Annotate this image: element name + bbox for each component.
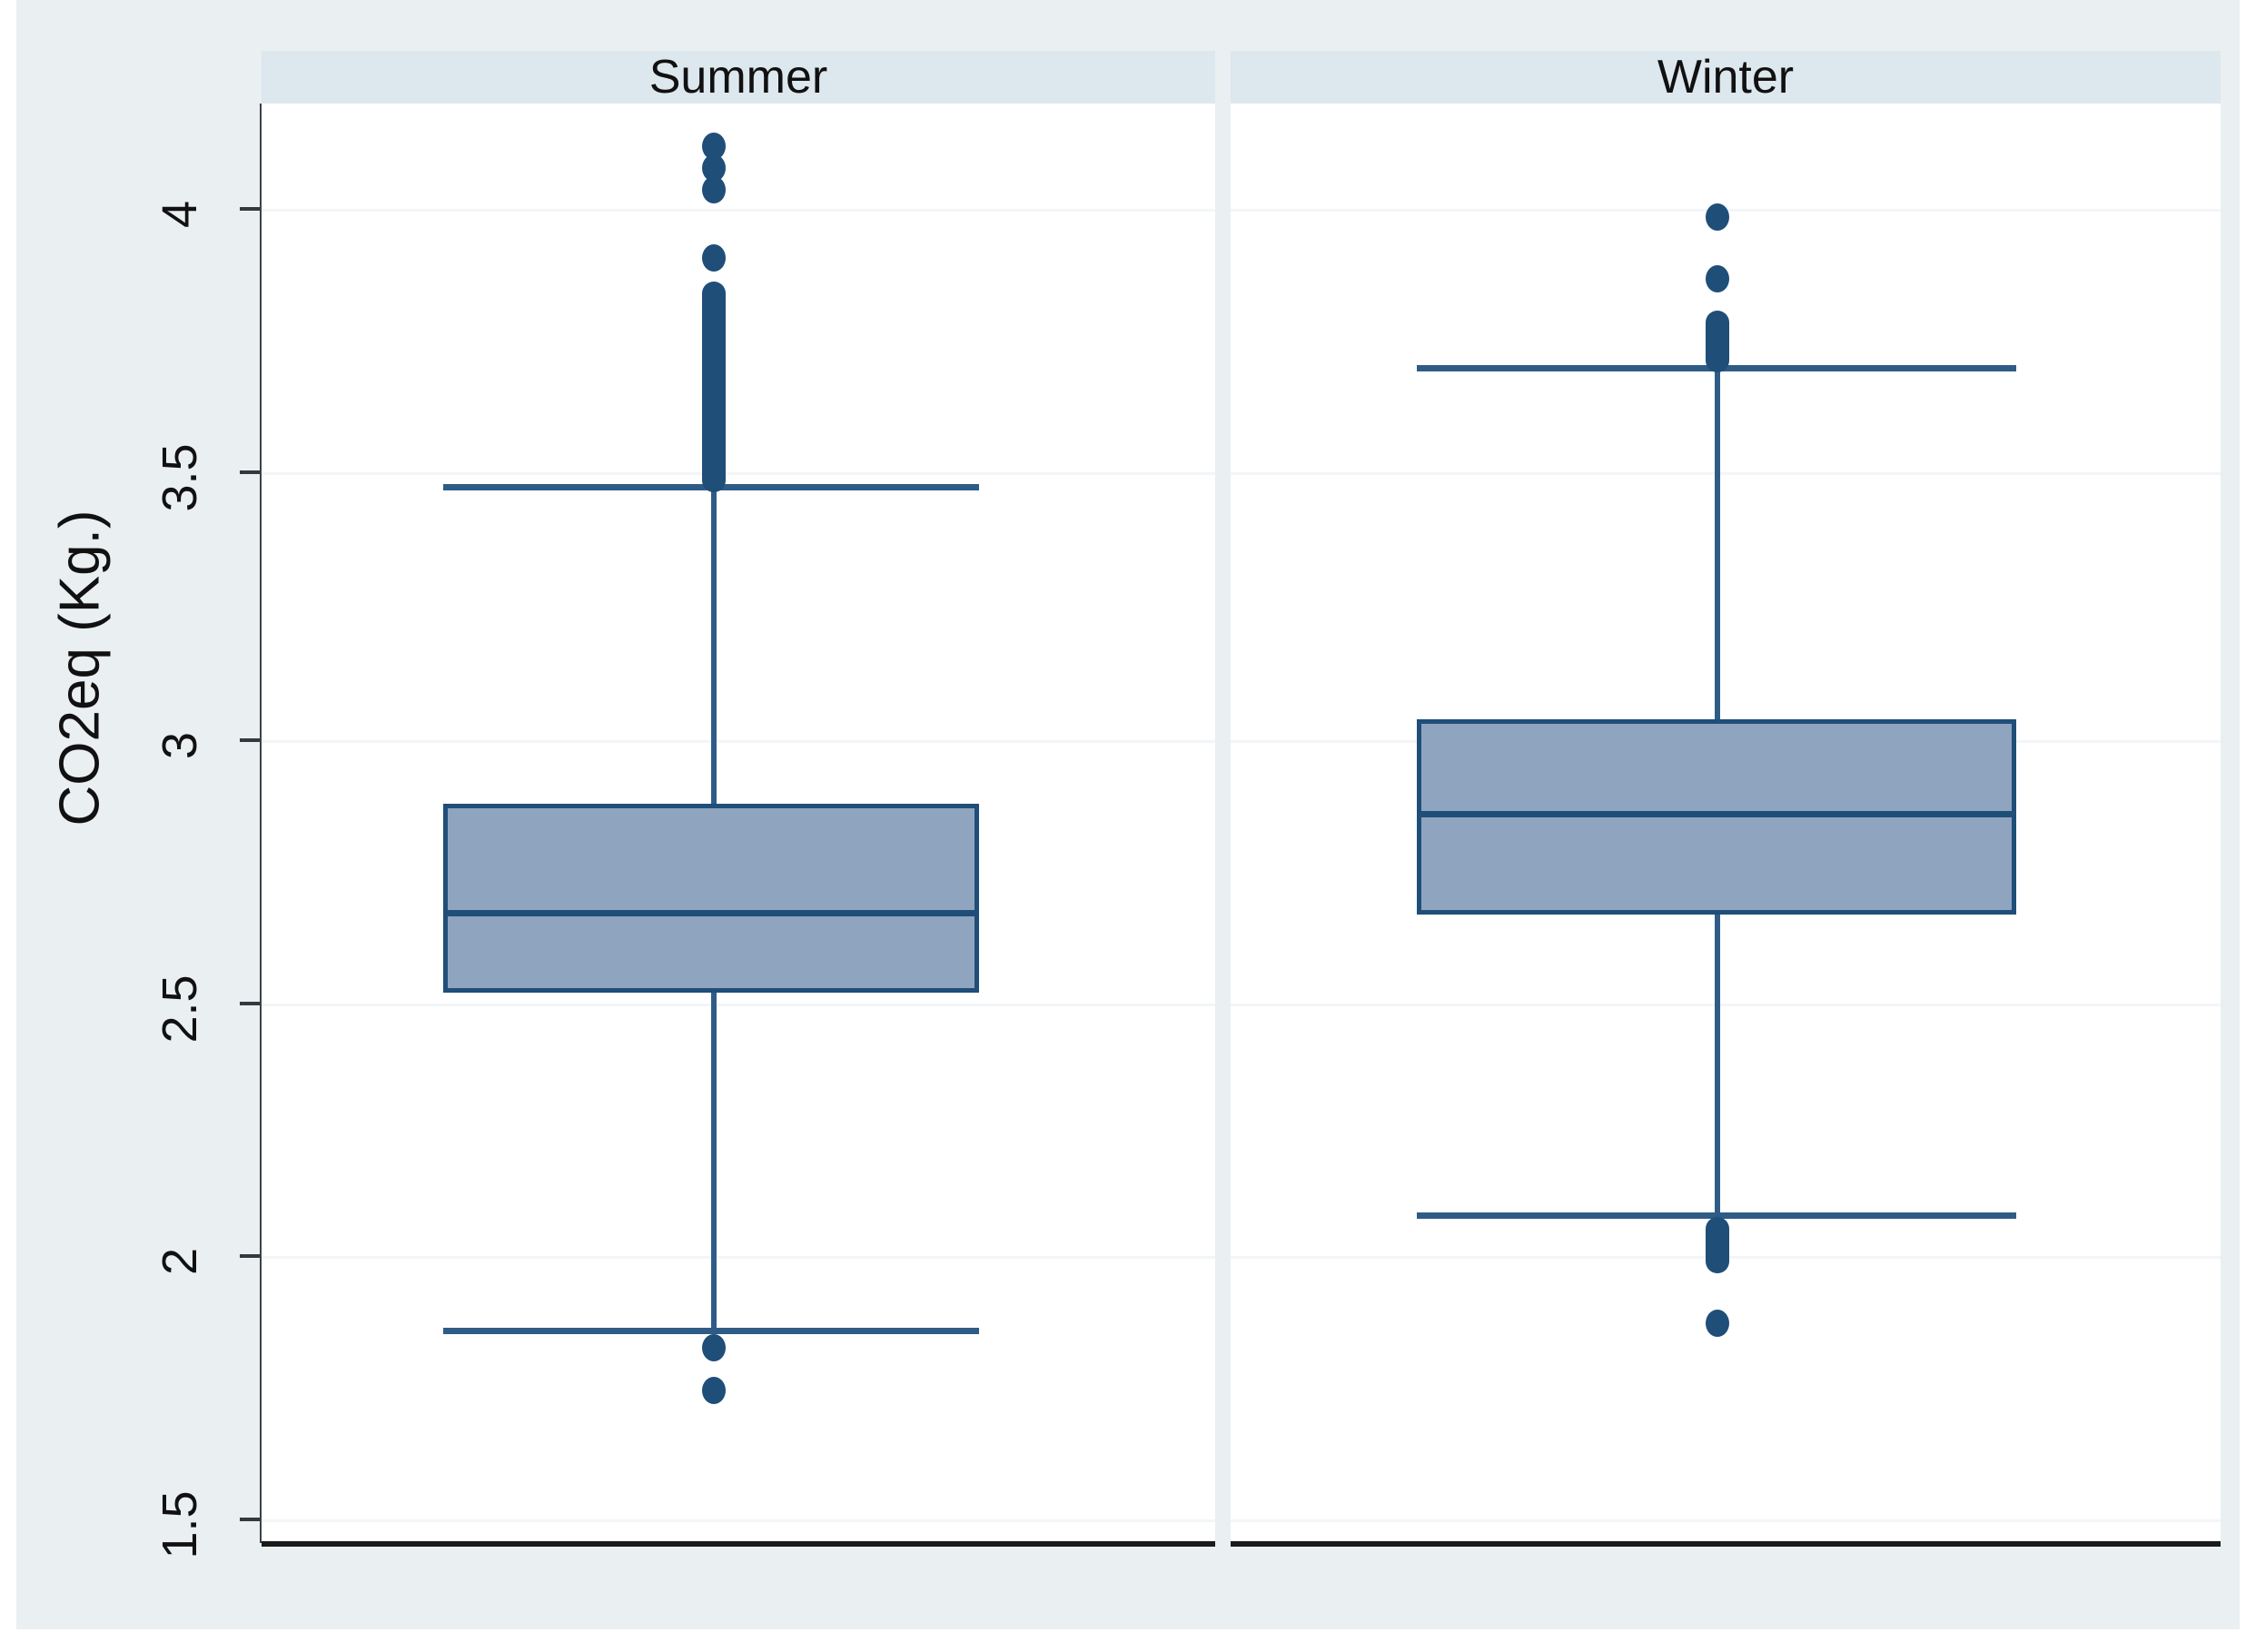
y-tick-label-2-5: 2.5: [153, 974, 207, 1044]
median-line-summer: [443, 910, 979, 916]
whisker-lower-winter: [1715, 915, 1720, 1212]
gridline-3-5: [262, 472, 1215, 475]
x-axis-line-summer: [262, 1541, 1215, 1547]
y-tick-mark-3: [240, 738, 260, 742]
panel-title-summer: Summer: [648, 51, 828, 104]
chart-figure: CO2eq (Kg.) 4 3.5 3 2.5 2 1.5 Summer: [16, 0, 2240, 1629]
y-tick-label-1-5: 1.5: [153, 1490, 207, 1559]
box-summer: [443, 804, 979, 993]
y-tick-mark-4: [240, 207, 260, 211]
y-tick-mark-1-5: [240, 1518, 260, 1521]
panel-header-summer: Summer: [262, 51, 1215, 104]
median-line-winter: [1417, 811, 2016, 817]
outlier-point: [1706, 203, 1729, 231]
whisker-lower-summer: [711, 993, 717, 1328]
whisker-upper-winter: [1715, 365, 1720, 719]
whisker-upper-summer: [711, 484, 717, 804]
y-tick-label-2: 2: [153, 1247, 207, 1276]
outlier-point: [702, 176, 726, 203]
panel-header-winter: Winter: [1231, 51, 2221, 104]
panel-summer: [262, 104, 1215, 1541]
panel-winter: [1231, 104, 2221, 1541]
outlier-point: [1706, 265, 1729, 292]
whisker-cap-lower-summer: [443, 1328, 979, 1334]
y-axis-title: CO2eq (Kg.): [48, 509, 112, 826]
gridline-2: [262, 1256, 1215, 1259]
outlier-point: [702, 1377, 726, 1404]
outlier-point: [702, 1334, 726, 1361]
gridline-4: [262, 209, 1215, 212]
whisker-cap-lower-winter: [1417, 1212, 2016, 1219]
y-tick-mark-3-5: [240, 470, 260, 474]
y-tick-label-3-5: 3.5: [153, 443, 207, 512]
outlier-point: [702, 244, 726, 272]
y-tick-mark-2: [240, 1254, 260, 1258]
outlier-cluster-lower-winter: [1706, 1217, 1729, 1273]
gridline-3: [262, 740, 1215, 743]
x-axis-line-winter: [1231, 1541, 2221, 1547]
gridline-2-5: [1231, 1004, 2221, 1006]
panel-title-winter: Winter: [1657, 51, 1795, 104]
outlier-point: [1706, 1310, 1729, 1337]
y-tick-label-3: 3: [153, 731, 207, 760]
gridline-1-5: [262, 1519, 1215, 1522]
gridline-3-5: [1231, 472, 2221, 475]
y-tick-mark-2-5: [240, 1002, 260, 1005]
gridline-2-5: [262, 1004, 1215, 1006]
outlier-cluster-upper-winter: [1706, 311, 1729, 372]
y-tick-label-4: 4: [153, 200, 207, 229]
gridline-1-5: [1231, 1519, 2221, 1522]
outlier-cluster-upper-summer: [702, 282, 726, 492]
